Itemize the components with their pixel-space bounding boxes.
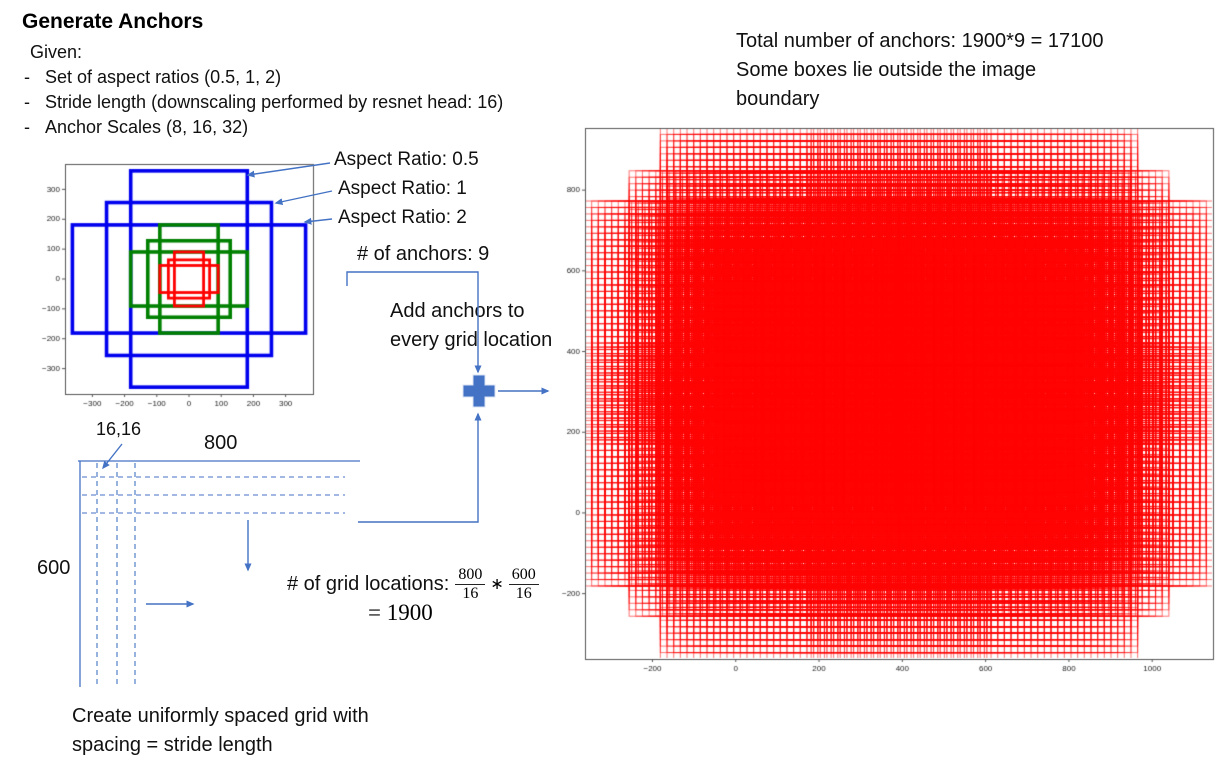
page-title: Generate Anchors bbox=[22, 10, 204, 33]
total-anchors-note: Total number of anchors: 1900*9 = 17100 bbox=[736, 30, 1104, 52]
bottom-note-line1: Create uniformly spaced grid with bbox=[72, 705, 369, 727]
corner-label-arrow bbox=[102, 443, 123, 470]
outside-boundary-note-line2: boundary bbox=[736, 88, 820, 110]
aspect-ratio-label-2: Aspect Ratio: 2 bbox=[338, 207, 467, 228]
grid-height-label: 600 bbox=[37, 557, 71, 579]
fraction-numerator: 600 bbox=[508, 566, 539, 585]
fraction-denominator: 16 bbox=[515, 584, 532, 602]
formula-result: = 1900 bbox=[368, 600, 433, 625]
grid-corner-label: 16,16 bbox=[96, 419, 142, 439]
plus-icon bbox=[462, 374, 496, 408]
outside-boundary-note-line1: Some boxes lie outside the image bbox=[736, 59, 1037, 81]
given-heading: Given: bbox=[30, 42, 83, 62]
grid-locations-formula: # of grid locations: 800 16 ∗ 600 16 bbox=[287, 566, 541, 602]
grid-to-plus-connector bbox=[358, 412, 482, 523]
multiply-operator: ∗ bbox=[490, 576, 504, 594]
bullet-dash: - bbox=[24, 92, 30, 112]
bullet-dash: - bbox=[24, 67, 30, 87]
anchor-boxes-plot bbox=[28, 148, 328, 416]
add-anchors-note-line1: Add anchors to bbox=[390, 300, 525, 322]
bullet-text: Stride length (downscaling performed by … bbox=[45, 92, 504, 112]
fraction-numerator: 800 bbox=[455, 566, 486, 585]
aspect-ratio-label-1: Aspect Ratio: 1 bbox=[338, 178, 467, 199]
formula-prefix: # of grid locations: bbox=[287, 572, 450, 595]
fraction-800-16: 800 16 bbox=[455, 566, 486, 602]
fraction-denominator: 16 bbox=[462, 584, 479, 602]
bottom-note-line2: spacing = stride length bbox=[72, 734, 273, 756]
grid-width-label: 800 bbox=[204, 432, 238, 454]
bullet-text: Anchor Scales (8, 16, 32) bbox=[45, 117, 249, 137]
aspect-ratio-label-0.5: Aspect Ratio: 0.5 bbox=[334, 149, 479, 170]
bullet-stride-length: - Stride length (downscaling performed b… bbox=[24, 92, 503, 113]
fraction-600-16: 600 16 bbox=[508, 566, 539, 602]
anchor-grid-plot bbox=[548, 116, 1223, 694]
bullet-text: Set of aspect ratios (0.5, 1, 2) bbox=[45, 67, 282, 87]
bullet-aspect-ratios: - Set of aspect ratios (0.5, 1, 2) bbox=[24, 67, 281, 88]
num-anchors-label: # of anchors: 9 bbox=[357, 243, 490, 265]
bullet-anchor-scales: - Anchor Scales (8, 16, 32) bbox=[24, 117, 248, 138]
add-anchors-note-line2: every grid location bbox=[390, 329, 553, 351]
bullet-dash: - bbox=[24, 117, 30, 137]
